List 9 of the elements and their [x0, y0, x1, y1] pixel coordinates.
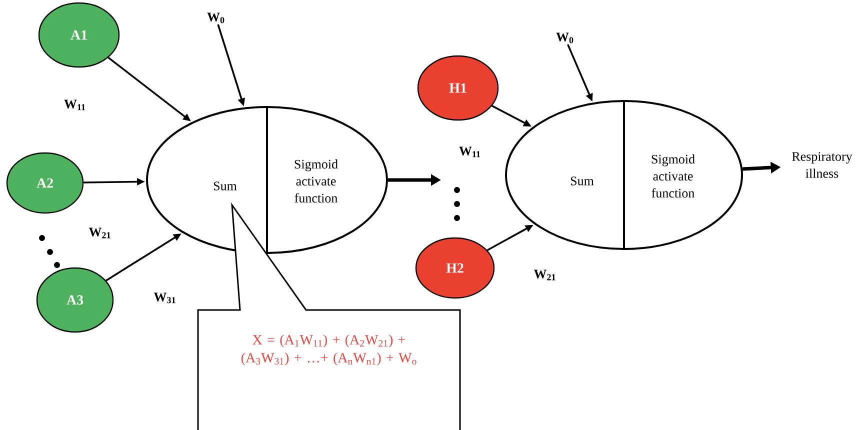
node-label: X = (A$_{1}$W$_{11}$) + (A$_{2}$W$_{21}$) + (A$_{3}$W$_{31}$) + …+ (A$_{n}$W$_{n1}$) + W$_{o}$ [241, 334, 416, 366]
weight-label: W$_{11}$ [459, 146, 480, 158]
weight-label: W$_{11}$ [64, 100, 86, 110]
output-label: Respiratory illness [792, 152, 852, 178]
weight-label: W$_{21}$ [534, 270, 556, 280]
weight-label: W$_{0}$ [207, 12, 224, 24]
weight-label: W$_{0}$ [556, 32, 574, 44]
weight-label: W$_{21}$ [88, 228, 110, 238]
weight-label: W$_{31}$ [154, 292, 176, 304]
